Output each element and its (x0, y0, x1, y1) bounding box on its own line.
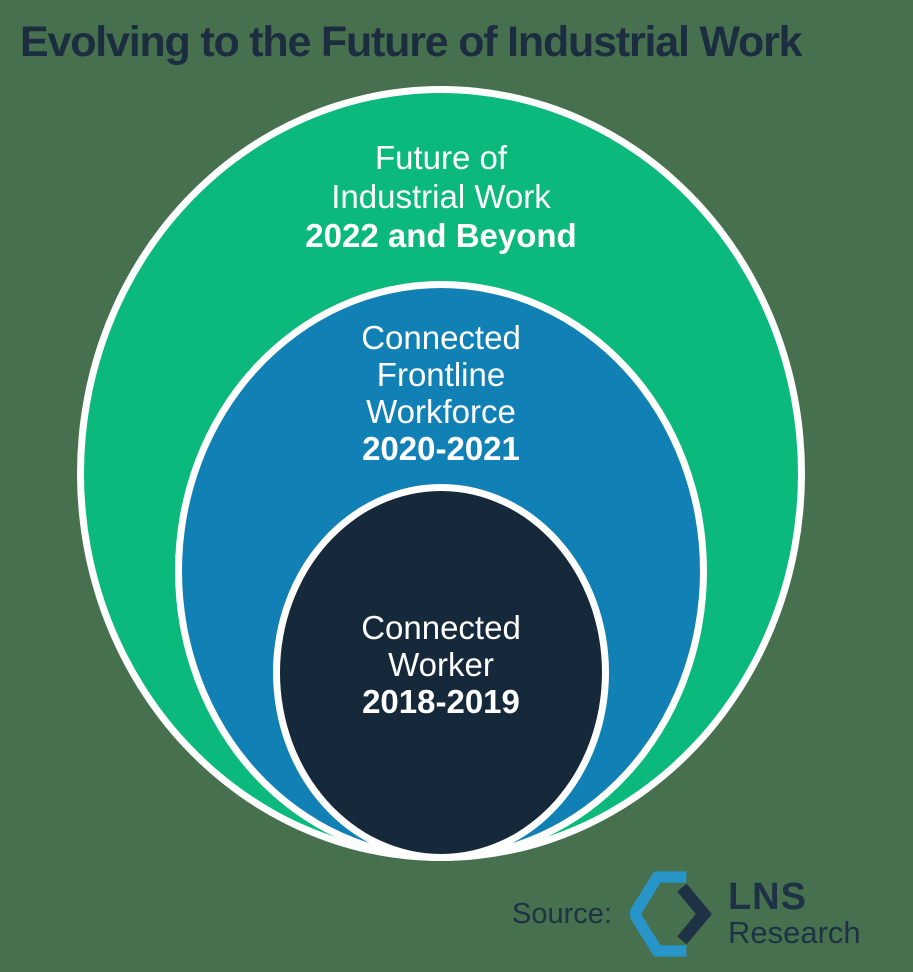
ring-title-line: Connected (361, 609, 521, 646)
ring-label-future-of-industrial-work: Future of Industrial Work 2022 and Beyon… (77, 138, 805, 255)
ring-title-line: Frontline (376, 356, 506, 393)
ring-label-connected-worker: Connected Worker 2018-2019 (273, 609, 609, 720)
ring-title-line: Workforce (366, 393, 516, 430)
ring-label-connected-frontline-workforce: Connected Frontline Workforce 2020-2021 (175, 319, 707, 467)
ring-title-line: Connected (361, 319, 521, 356)
lns-wordmark-line2: Research (727, 915, 861, 950)
ring-title-line: Future of (374, 139, 508, 176)
ring-title-line: Industrial Work (331, 178, 551, 215)
lns-research-wordmark: LNS Research (727, 876, 861, 950)
ring-title-line: Worker (388, 646, 494, 683)
lns-hexagon-icon (629, 871, 712, 957)
ring-period: 2020-2021 (362, 430, 520, 467)
source-row: Source: LNS Research (512, 868, 861, 960)
source-label: Source: (512, 897, 612, 930)
page-title: Evolving to the Future of Industrial Wor… (20, 18, 803, 66)
ring-connected-worker (273, 484, 609, 861)
ring-period: 2022 and Beyond (305, 217, 577, 254)
lns-wordmark-line1: LNS (727, 876, 807, 918)
ring-period: 2018-2019 (362, 683, 520, 720)
